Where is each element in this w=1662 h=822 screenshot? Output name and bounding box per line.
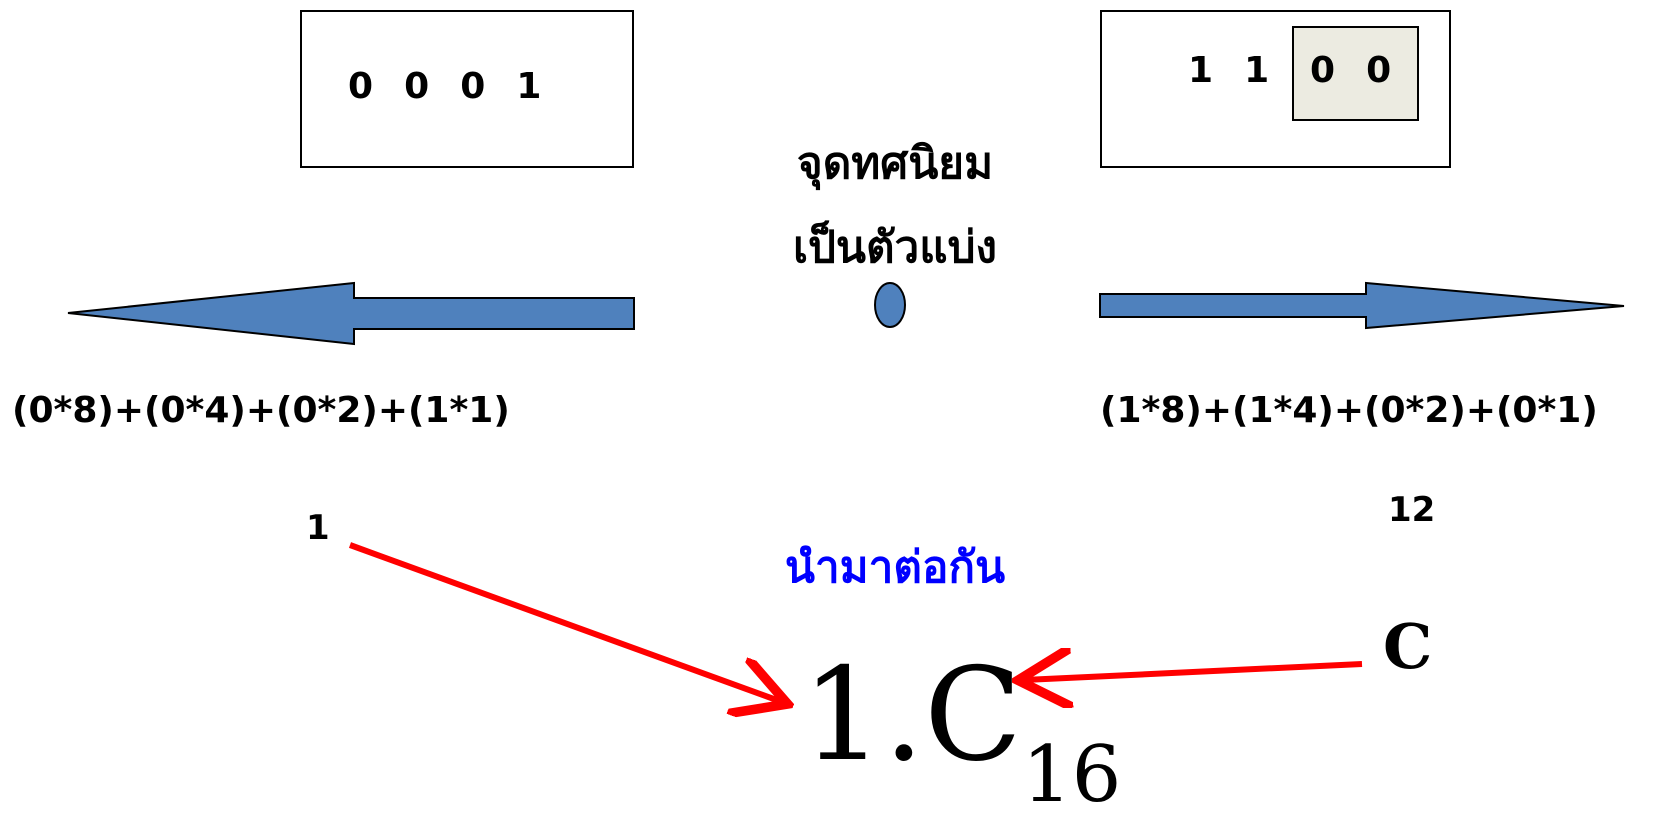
right-formula: (1*8)+(1*4)+(0*2)+(0*1) — [1100, 390, 1598, 431]
result-main: 1.C — [802, 641, 1023, 790]
decimal-point-icon — [874, 282, 906, 328]
left-bits-box: 0 0 0 1 — [300, 10, 634, 168]
result-number: 1.C16 — [802, 652, 1121, 815]
block-arrow-right-icon — [1099, 281, 1625, 330]
right-pointer-arrow — [1024, 664, 1363, 680]
right-bits-highlight: 0 0 — [1310, 50, 1394, 91]
right-hex-digit: C — [1383, 610, 1433, 683]
left-formula: (0*8)+(0*4)+(0*2)+(1*1) — [12, 390, 510, 431]
result-base: 16 — [1022, 730, 1122, 820]
join-label: นำมาต่อกัน — [784, 542, 1006, 593]
block-arrow-left-icon — [67, 281, 635, 346]
decimal-point-label-line2: เป็นตัวแบ่ง — [792, 222, 998, 273]
decimal-point-label-line1: จุดทศนิยม — [796, 138, 994, 189]
left-bits: 0 0 0 1 — [348, 66, 544, 107]
left-value: 1 — [306, 508, 330, 548]
right-bits-plain: 1 1 — [1188, 50, 1272, 91]
right-bits-highlight-box: 0 0 — [1292, 26, 1419, 121]
right-value: 12 — [1388, 490, 1436, 530]
left-pointer-arrow — [348, 542, 782, 702]
right-bits-box: 1 1 0 0 — [1100, 10, 1451, 168]
